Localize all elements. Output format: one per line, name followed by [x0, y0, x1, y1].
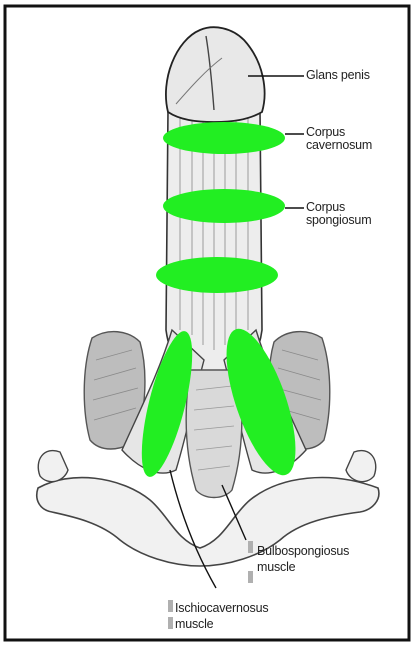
- corpus-spongiosum-highlight: [163, 189, 285, 223]
- bulbospongiosus-line2: muscle: [257, 561, 349, 574]
- ischiocavernosus-line1: Ischiocavernosus: [175, 602, 268, 615]
- shaft-base-highlight: [156, 257, 278, 293]
- corpus-spongiosum-label: Corpus spongiosum: [306, 201, 371, 227]
- bulbospongiosus-line1: Bulbospongiosus: [257, 545, 349, 558]
- corpus-cavernosum-label: Corpus cavernosum: [306, 126, 372, 152]
- bulbospongiosus-label: Bulbospongiosus muscle: [257, 545, 349, 574]
- glans-penis-label: Glans penis: [306, 69, 370, 82]
- glans: [166, 27, 265, 122]
- left-ischial-knob: [38, 451, 68, 482]
- corpus-spongiosum-line2: spongiosum: [306, 214, 371, 227]
- ischiocavernosus-line2: muscle: [175, 618, 268, 631]
- corpus-cavernosum-line2: cavernosum: [306, 139, 372, 152]
- ischiocavernosus-label: Ischiocavernosus muscle: [175, 602, 268, 631]
- glans-penis-text: Glans penis: [306, 68, 370, 82]
- right-ischial-knob: [346, 451, 376, 482]
- corpus-cavernosum-highlight: [163, 122, 285, 154]
